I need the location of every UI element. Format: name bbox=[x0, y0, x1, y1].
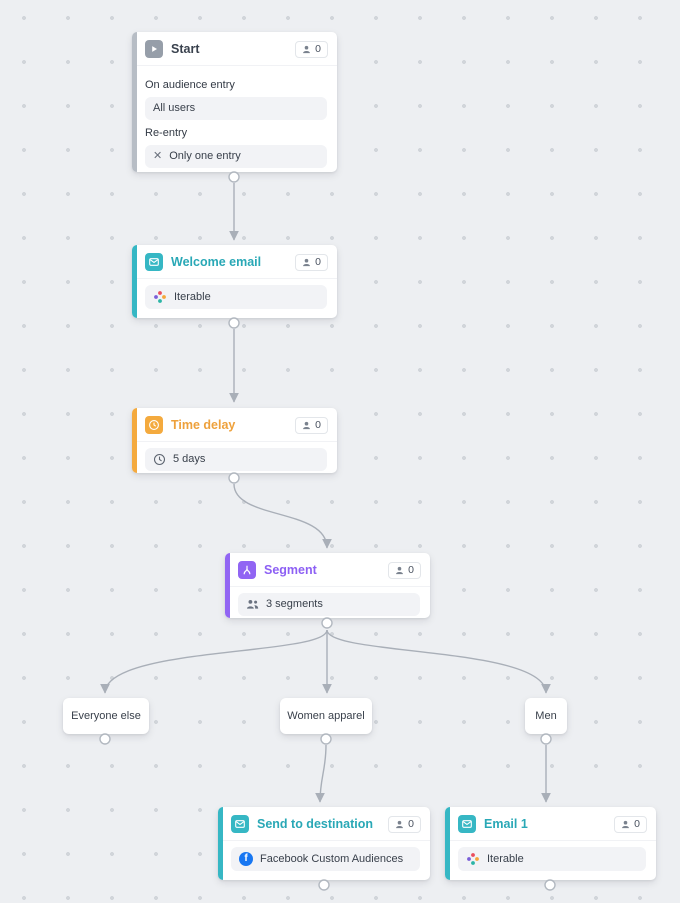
chip-text: 3 segments bbox=[266, 598, 323, 610]
segment-node[interactable]: Segment 0 3 segments bbox=[225, 553, 430, 618]
node-body: 5 days bbox=[132, 442, 337, 479]
node-title: Send to destination bbox=[257, 817, 373, 831]
delay-chip: 5 days bbox=[145, 448, 327, 471]
entry-label: On audience entry bbox=[145, 79, 235, 91]
envelope-icon bbox=[231, 815, 249, 833]
connector-port-women-apparel[interactable] bbox=[320, 733, 332, 745]
node-header: Email 1 0 bbox=[445, 807, 656, 841]
envelope-icon bbox=[458, 815, 476, 833]
chip-text: Iterable bbox=[487, 852, 524, 865]
node-title: Segment bbox=[264, 563, 317, 577]
split-icon bbox=[238, 561, 256, 579]
node-header: Time delay 0 bbox=[132, 408, 337, 442]
badge-count: 0 bbox=[408, 563, 414, 576]
node-title: Welcome email bbox=[171, 255, 262, 269]
iterable-logo bbox=[467, 853, 479, 865]
envelope-icon bbox=[145, 253, 163, 271]
contacts-badge: 0 bbox=[295, 40, 328, 58]
send-to-destination-node[interactable]: Send to destination 0 f Facebook Custom … bbox=[218, 807, 430, 880]
start-node[interactable]: Start 0 On audience entry All users Re-e… bbox=[132, 32, 337, 172]
facebook-chip: f Facebook Custom Audiences bbox=[231, 847, 420, 871]
chip-text: Iterable bbox=[174, 290, 211, 303]
connector-port-start[interactable] bbox=[228, 171, 240, 183]
facebook-icon: f bbox=[239, 852, 253, 866]
node-header: Start 0 bbox=[132, 32, 337, 66]
reentry-chip: ✕ Only one entry bbox=[145, 145, 327, 168]
email-1-node[interactable]: Email 1 0 Iterable bbox=[445, 807, 656, 880]
branch-text: Men bbox=[535, 710, 557, 722]
badge-count: 0 bbox=[634, 817, 640, 830]
iterable-logo bbox=[154, 291, 166, 303]
chip-text: Only one entry bbox=[169, 150, 241, 162]
person-icon bbox=[622, 820, 630, 828]
play-icon bbox=[145, 40, 163, 58]
contacts-badge: 0 bbox=[295, 416, 328, 434]
connector-port-everyone-else[interactable] bbox=[99, 733, 111, 745]
person-icon bbox=[396, 820, 404, 828]
badge-count: 0 bbox=[315, 418, 321, 431]
welcome-email-node[interactable]: Welcome email 0 Iterable bbox=[132, 245, 337, 318]
chip-text: All users bbox=[153, 102, 196, 114]
chip-text: Facebook Custom Audiences bbox=[260, 852, 404, 865]
node-header: Welcome email 0 bbox=[132, 245, 337, 279]
contacts-badge: 0 bbox=[614, 815, 647, 833]
clock-icon bbox=[153, 453, 166, 466]
branch-label-everyone-else[interactable]: Everyone else bbox=[63, 698, 149, 734]
person-icon bbox=[303, 45, 311, 53]
accent-bar bbox=[132, 408, 137, 473]
clock-icon bbox=[145, 416, 163, 434]
branch-text: Everyone else bbox=[71, 710, 141, 722]
all-users-chip: All users bbox=[145, 97, 327, 120]
badge-count: 0 bbox=[408, 817, 414, 830]
iterable-chip: Iterable bbox=[145, 285, 327, 309]
badge-count: 0 bbox=[315, 42, 321, 55]
node-body: Iterable bbox=[445, 841, 656, 879]
reentry-label: Re-entry bbox=[145, 127, 188, 139]
node-title: Time delay bbox=[171, 418, 236, 432]
node-body: f Facebook Custom Audiences bbox=[218, 841, 430, 879]
person-icon bbox=[303, 421, 311, 429]
edge-segment-to-men bbox=[326, 629, 551, 694]
time-delay-node[interactable]: Time delay 0 5 days bbox=[132, 408, 337, 473]
segments-chip: 3 segments bbox=[238, 593, 420, 616]
edge-segment-to-everyone-else bbox=[100, 629, 328, 694]
contacts-badge: 0 bbox=[388, 815, 421, 833]
branch-label-women-apparel[interactable]: Women apparel bbox=[280, 698, 372, 734]
node-body: 3 segments bbox=[225, 587, 430, 624]
contacts-badge: 0 bbox=[388, 561, 421, 579]
node-title: Start bbox=[171, 42, 200, 56]
branch-text: Women apparel bbox=[287, 710, 365, 722]
people-icon bbox=[247, 600, 259, 609]
chip-text: 5 days bbox=[173, 453, 206, 465]
accent-bar bbox=[132, 32, 137, 172]
branch-label-men[interactable]: Men bbox=[525, 698, 567, 734]
iterable-chip: Iterable bbox=[458, 847, 646, 871]
close-icon: ✕ bbox=[153, 150, 163, 162]
connector-port-segment[interactable] bbox=[321, 617, 333, 629]
badge-count: 0 bbox=[315, 255, 321, 268]
person-icon bbox=[303, 258, 311, 266]
connector-port-email-1[interactable] bbox=[544, 879, 556, 891]
accent-bar bbox=[218, 807, 223, 880]
connector-port-send-to-destination[interactable] bbox=[318, 879, 330, 891]
node-title: Email 1 bbox=[484, 817, 528, 831]
node-header: Send to destination 0 bbox=[218, 807, 430, 841]
accent-bar bbox=[225, 553, 230, 618]
contacts-badge: 0 bbox=[295, 253, 328, 271]
person-icon bbox=[396, 566, 404, 574]
connector-port-time-delay[interactable] bbox=[228, 472, 240, 484]
node-body: On audience entry All users Re-entry ✕ O… bbox=[132, 66, 337, 176]
node-body: Iterable bbox=[132, 279, 337, 317]
accent-bar bbox=[132, 245, 137, 318]
accent-bar bbox=[445, 807, 450, 880]
edge-women-apparel-to-send bbox=[315, 744, 327, 803]
connector-port-welcome-email[interactable] bbox=[228, 317, 240, 329]
connector-port-men[interactable] bbox=[540, 733, 552, 745]
node-header: Segment 0 bbox=[225, 553, 430, 587]
edge-delay-to-segment bbox=[233, 483, 332, 549]
